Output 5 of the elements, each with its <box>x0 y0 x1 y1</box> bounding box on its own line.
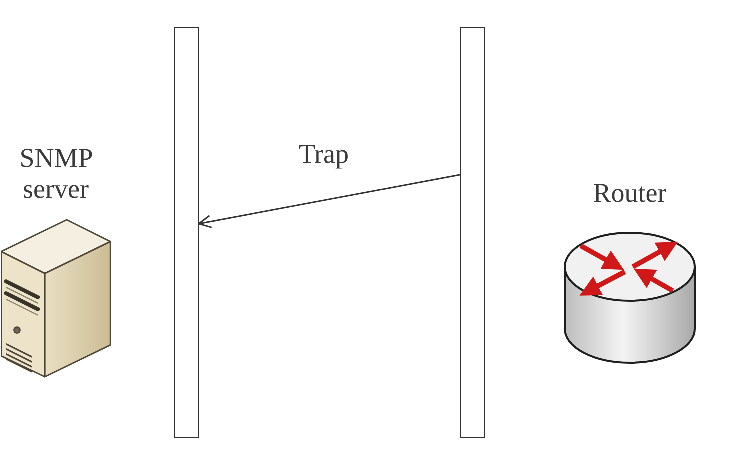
lifeline-bar <box>460 27 485 438</box>
participant-label: Router <box>593 178 667 209</box>
arrow <box>198 174 460 228</box>
lifeline-bar <box>174 27 199 438</box>
participant-label: SNMP server <box>20 143 92 205</box>
